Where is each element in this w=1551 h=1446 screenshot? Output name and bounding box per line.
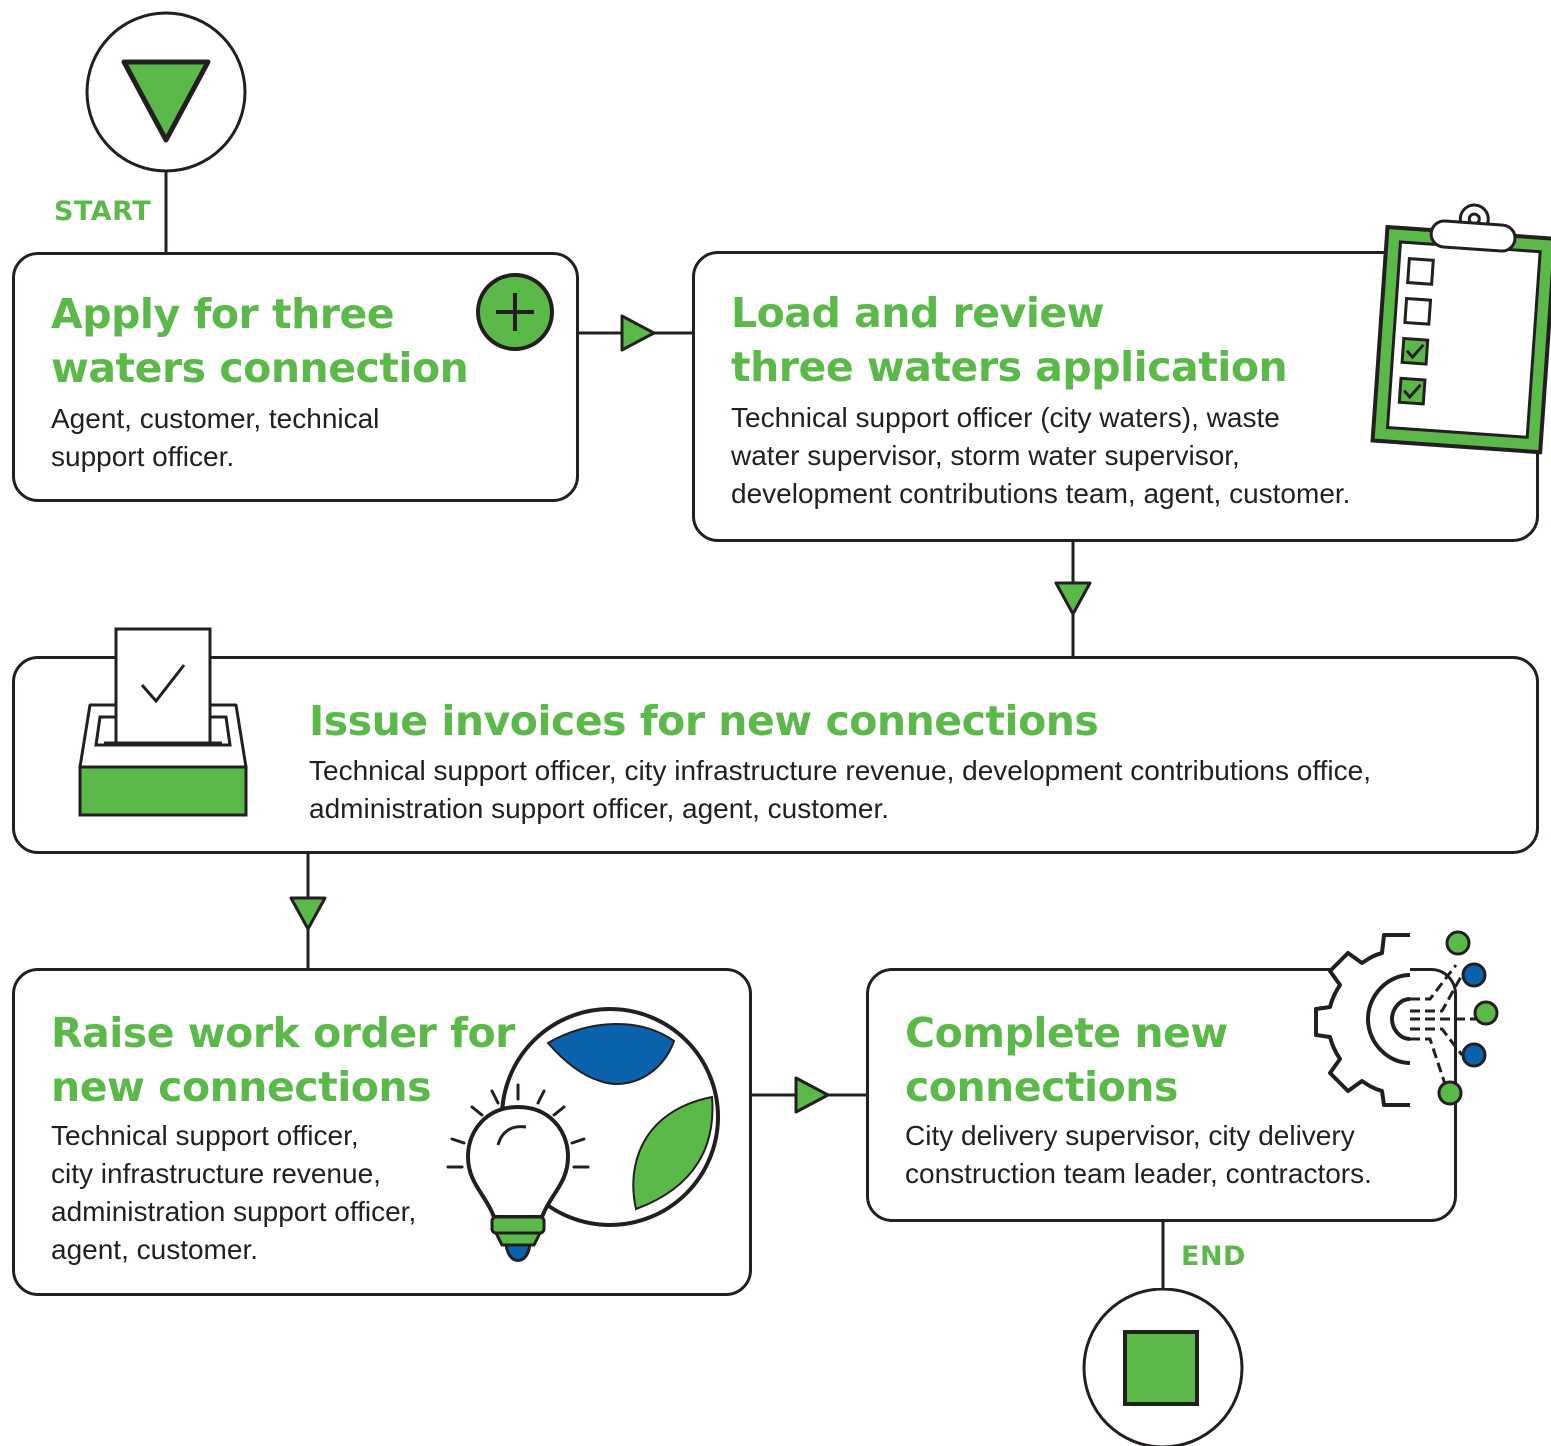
step-title: Load and review three waters application [731, 289, 1288, 391]
arrow-down-2 [289, 896, 327, 931]
arrow-down-1 [1054, 581, 1092, 616]
square-stop-icon [1123, 1330, 1199, 1406]
arrow-right-1 [620, 314, 656, 352]
end-label: END [1181, 1241, 1246, 1272]
step-roles: Technical support officer, city infrastr… [51, 1120, 417, 1265]
step-roles: City delivery supervisor, city delivery … [905, 1120, 1372, 1189]
arrow-right-2 [794, 1076, 830, 1114]
lightbulb-globe-icon [446, 1007, 720, 1262]
gear-circuit-icon [1314, 930, 1499, 1107]
plus-circle-icon [476, 273, 554, 351]
start-label: START [54, 196, 152, 227]
clipboard-checklist-icon [1370, 203, 1551, 455]
step-issue-invoices: Issue invoices for new connections Techn… [12, 656, 1539, 854]
step-roles: Agent, customer, technical support offic… [51, 403, 380, 472]
down-triangle-icon [121, 59, 211, 143]
ballot-box-icon [78, 627, 248, 817]
step-title: Complete new connections [905, 1009, 1228, 1111]
step-title: Raise work order for new connections [51, 1009, 515, 1111]
step-title: Apply for three waters connection [51, 290, 469, 392]
step-roles: Technical support officer (city waters),… [731, 402, 1351, 509]
step-raise-work-order: Raise work order for new connections Tec… [12, 968, 752, 1296]
end-node [1082, 1288, 1244, 1446]
start-node [85, 11, 247, 173]
step-roles: Technical support officer, city infrastr… [309, 755, 1371, 824]
step-title: Issue invoices for new connections [309, 697, 1099, 745]
